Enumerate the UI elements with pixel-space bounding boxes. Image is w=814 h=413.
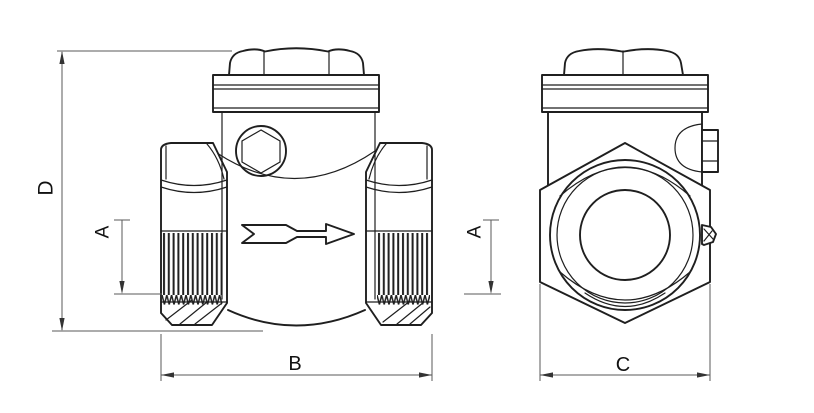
side-view — [539, 48, 719, 324]
hex-plug-side — [674, 123, 719, 173]
arrowhead-left — [161, 372, 174, 378]
dimension-label-d: D — [34, 180, 58, 196]
dimension-b — [160, 334, 433, 381]
dimension-label-c: C — [615, 354, 631, 376]
end-hex-nut — [539, 142, 711, 324]
internal-threads-right — [377, 233, 430, 295]
bonnet-flange-front — [212, 74, 380, 113]
arrowhead-down — [488, 281, 494, 294]
bonnet-nut-front — [228, 47, 365, 76]
arrowhead-left — [540, 372, 553, 378]
front-view — [160, 47, 433, 327]
arrowhead-right — [419, 372, 432, 378]
flow-direction-arrow — [241, 223, 355, 245]
dimension-d — [52, 50, 263, 332]
dimension-a-right — [464, 219, 501, 295]
dimension-c — [539, 284, 711, 381]
body-shoulder-curve — [216, 150, 376, 180]
bonnet-nut-side — [563, 48, 684, 76]
chamfer-hatching-left — [165, 299, 223, 325]
body-belly-curve — [227, 309, 366, 327]
dimension-lines — [52, 50, 711, 381]
bonnet-flange-side — [541, 74, 709, 113]
chamfer-circle — [549, 159, 701, 311]
internal-threads-left — [162, 233, 222, 295]
bore-circle — [579, 189, 671, 281]
thread-circle — [556, 166, 694, 304]
arrowhead-down — [59, 318, 65, 331]
dimension-label-a-right: A — [464, 225, 486, 239]
arrowhead-right — [697, 372, 710, 378]
cast-arrow-tab — [701, 224, 717, 246]
hex-plug-boss-front — [235, 125, 287, 177]
arrowhead-down — [119, 281, 125, 294]
chamfer-hatching-right — [382, 300, 431, 325]
arrowhead-up — [59, 51, 65, 64]
dimension-label-b: B — [288, 353, 302, 375]
inlet-port-cap — [160, 142, 228, 326]
outlet-port-cap — [365, 142, 433, 326]
dimension-a-left — [114, 219, 162, 295]
dimension-label-a-left: A — [92, 225, 114, 239]
